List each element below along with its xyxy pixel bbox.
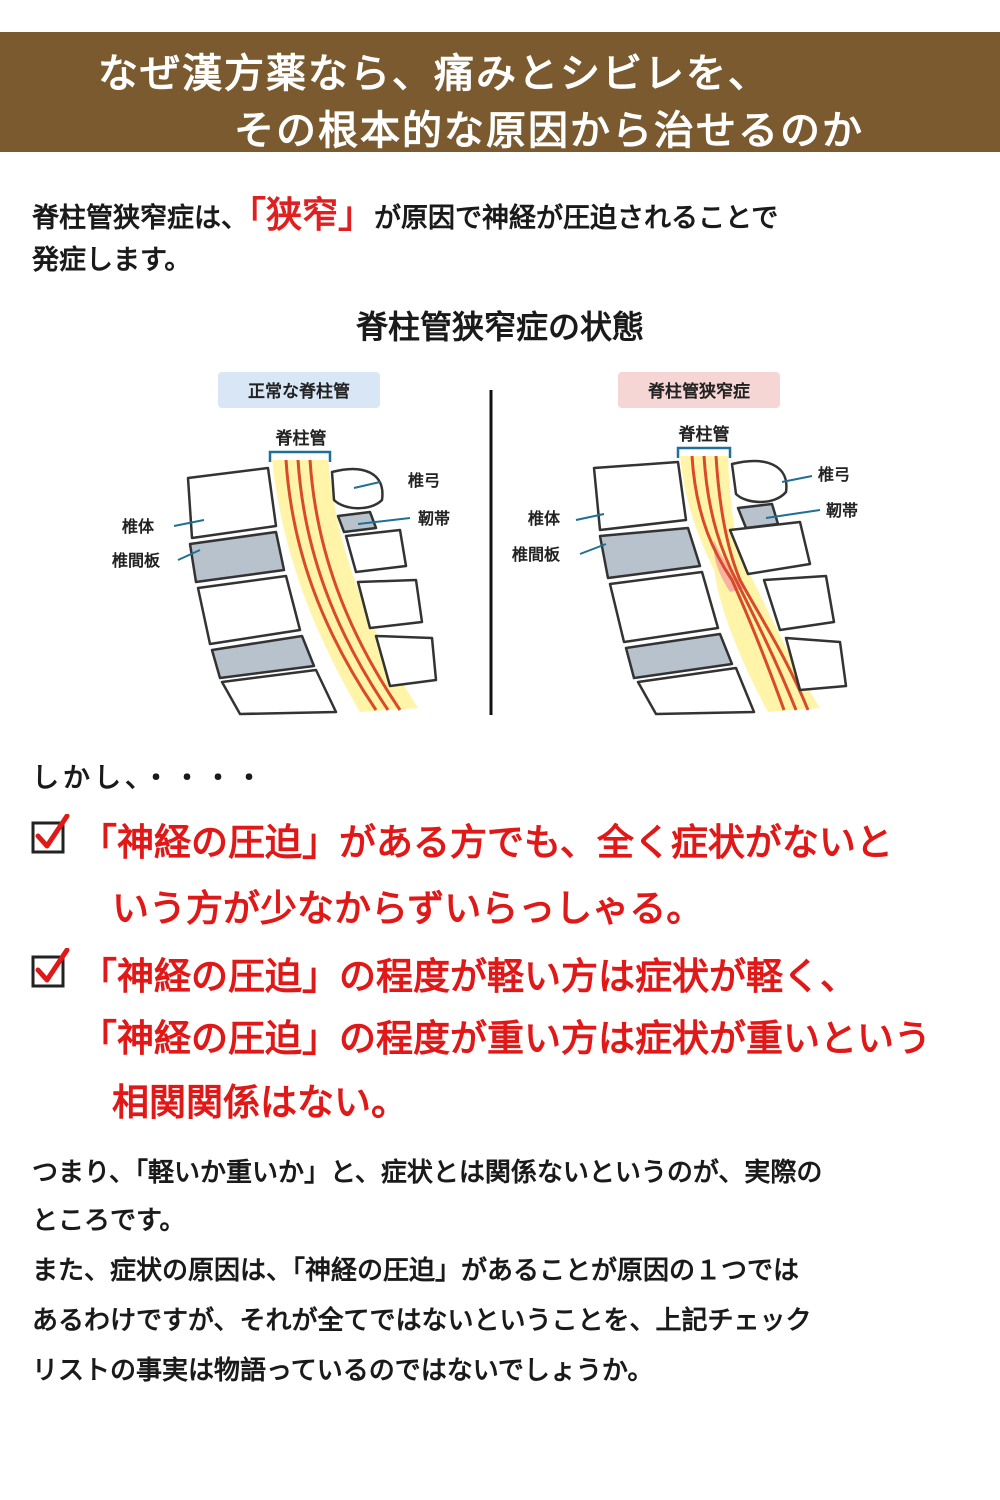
stenosis-lamina	[728, 520, 812, 576]
stenosis-lamina	[762, 574, 836, 632]
normal-disc-leader	[177, 549, 201, 561]
diagram-title: 脊柱管狭窄症の状態	[355, 308, 644, 346]
intro-before: 脊柱管狭窄症は、	[32, 203, 248, 234]
intro-highlight: 「狭窄」	[248, 194, 375, 236]
normal-lamina	[330, 467, 384, 510]
stenosis-nerve	[714, 455, 810, 711]
checkmark-icon	[31, 814, 70, 854]
stenosis-vertebral-body	[608, 570, 720, 644]
stenosis-ligament-leader	[765, 509, 821, 519]
stenosis-canal-bracket	[676, 446, 732, 458]
normal-badge-label: 正常な脊柱管	[248, 381, 350, 402]
check-item-2-line-3: 相関関係はない。	[112, 1080, 408, 1124]
spine-diagram-illustration: 正常な脊柱管 脊柱管 椎弓 靭帯 椎体 椎間板	[112, 372, 858, 716]
normal-badge	[218, 372, 380, 408]
normal-disc	[210, 634, 316, 680]
intro-line-2: 発症します。	[32, 245, 192, 276]
checkmark-icon	[31, 948, 70, 988]
normal-disc	[188, 530, 286, 584]
spine-diagram: 正常な脊柱管 脊柱管 椎弓 靭帯 椎体 椎間板	[100, 360, 900, 720]
normal-vertebral-body	[220, 668, 338, 716]
normal-nerve	[284, 459, 378, 711]
intro-line-1: 脊柱管狭窄症は、「狭窄」が原因で神経が圧迫されることで	[32, 186, 778, 238]
body-line-1: つまり、「軽いか重いか」と、症状とは関係ないというのが、実際の	[32, 1158, 823, 1188]
title-banner: なぜ漢方薬なら、痛みとシビレを、 その根本的な原因から治せるのか	[0, 32, 1000, 154]
normal-vertebral-body	[196, 574, 302, 646]
normal-nerve	[296, 459, 390, 711]
normal-lamina	[356, 578, 424, 630]
check-item-2-line-1: 「神経の圧迫」の程度が軽い方は症状が軽く、	[80, 954, 857, 998]
stenosis-nerve	[690, 455, 786, 711]
check-item-2-line-2: 「神経の圧迫」の程度が重い方は症状が重いという	[80, 1016, 931, 1060]
stenosis-disc	[624, 632, 734, 680]
normal-vertebral-body	[186, 466, 278, 540]
body-line-2: ところです。	[32, 1206, 186, 1236]
normal-ligament-leader	[357, 517, 411, 525]
stenosis-nerve	[702, 455, 798, 711]
intro-after: が原因で神経が圧迫されることで	[374, 203, 779, 234]
stenosis-lamina	[784, 636, 848, 692]
normal-lamina	[344, 528, 408, 574]
stenosis-body-leader	[575, 513, 605, 521]
normal-disc-label: 椎間板	[112, 551, 161, 570]
stenosis-canal-fill	[680, 456, 820, 712]
stenosis-lamina	[730, 459, 788, 504]
stenosis-disc	[598, 526, 702, 580]
check-item-1-line-2: いう方が少なからずいらっしゃる。	[112, 886, 704, 930]
normal-body-label: 椎体	[122, 517, 155, 536]
stenosis-body-label: 椎体	[528, 509, 561, 528]
stenosis-vertebral-body	[636, 666, 756, 716]
body-line-3: また、症状の原因は、「神経の圧迫」があることが原因の１つでは	[32, 1256, 800, 1286]
stenosis-ligament-label: 靭帯	[826, 501, 858, 520]
transition-text: しかし、・・・・	[32, 763, 267, 794]
stenosis-badge-label: 脊柱管狭窄症	[647, 381, 750, 402]
normal-canal-bracket	[268, 450, 332, 462]
normal-body-leader	[173, 519, 205, 527]
normal-ligament-label: 靭帯	[418, 509, 450, 528]
stenosis-arch-leader	[781, 475, 813, 483]
body-line-5: リストの事実は物語っているのではないでしょうか。	[32, 1356, 654, 1386]
stenosis-badge	[618, 372, 780, 408]
stenosis-compression-zone	[713, 540, 746, 592]
stenosis-arch-label: 椎弓	[818, 465, 850, 484]
check-item-1-line-1: 「神経の圧迫」がある方でも、全く症状がないと	[80, 820, 893, 864]
stenosis-disc-leader	[579, 543, 607, 555]
banner-title-line-1: なぜ漢方薬なら、痛みとシビレを、	[98, 50, 770, 97]
stenosis-vertebral-body	[592, 460, 688, 532]
normal-nerve	[308, 459, 402, 711]
banner-title-line-2: その根本的な原因から治せるのか	[234, 107, 864, 154]
normal-canal-label: 脊柱管	[275, 428, 327, 449]
normal-arch-leader	[353, 481, 381, 489]
normal-ligament-shape	[336, 510, 378, 534]
body-line-4: あるわけですが、それが全てではないということを、上記チェック	[32, 1306, 812, 1336]
normal-arch-label: 椎弓	[408, 471, 440, 490]
normal-lamina	[374, 634, 438, 688]
stenosis-canal-label: 脊柱管	[678, 424, 730, 445]
stenosis-disc-label: 椎間板	[512, 545, 561, 564]
